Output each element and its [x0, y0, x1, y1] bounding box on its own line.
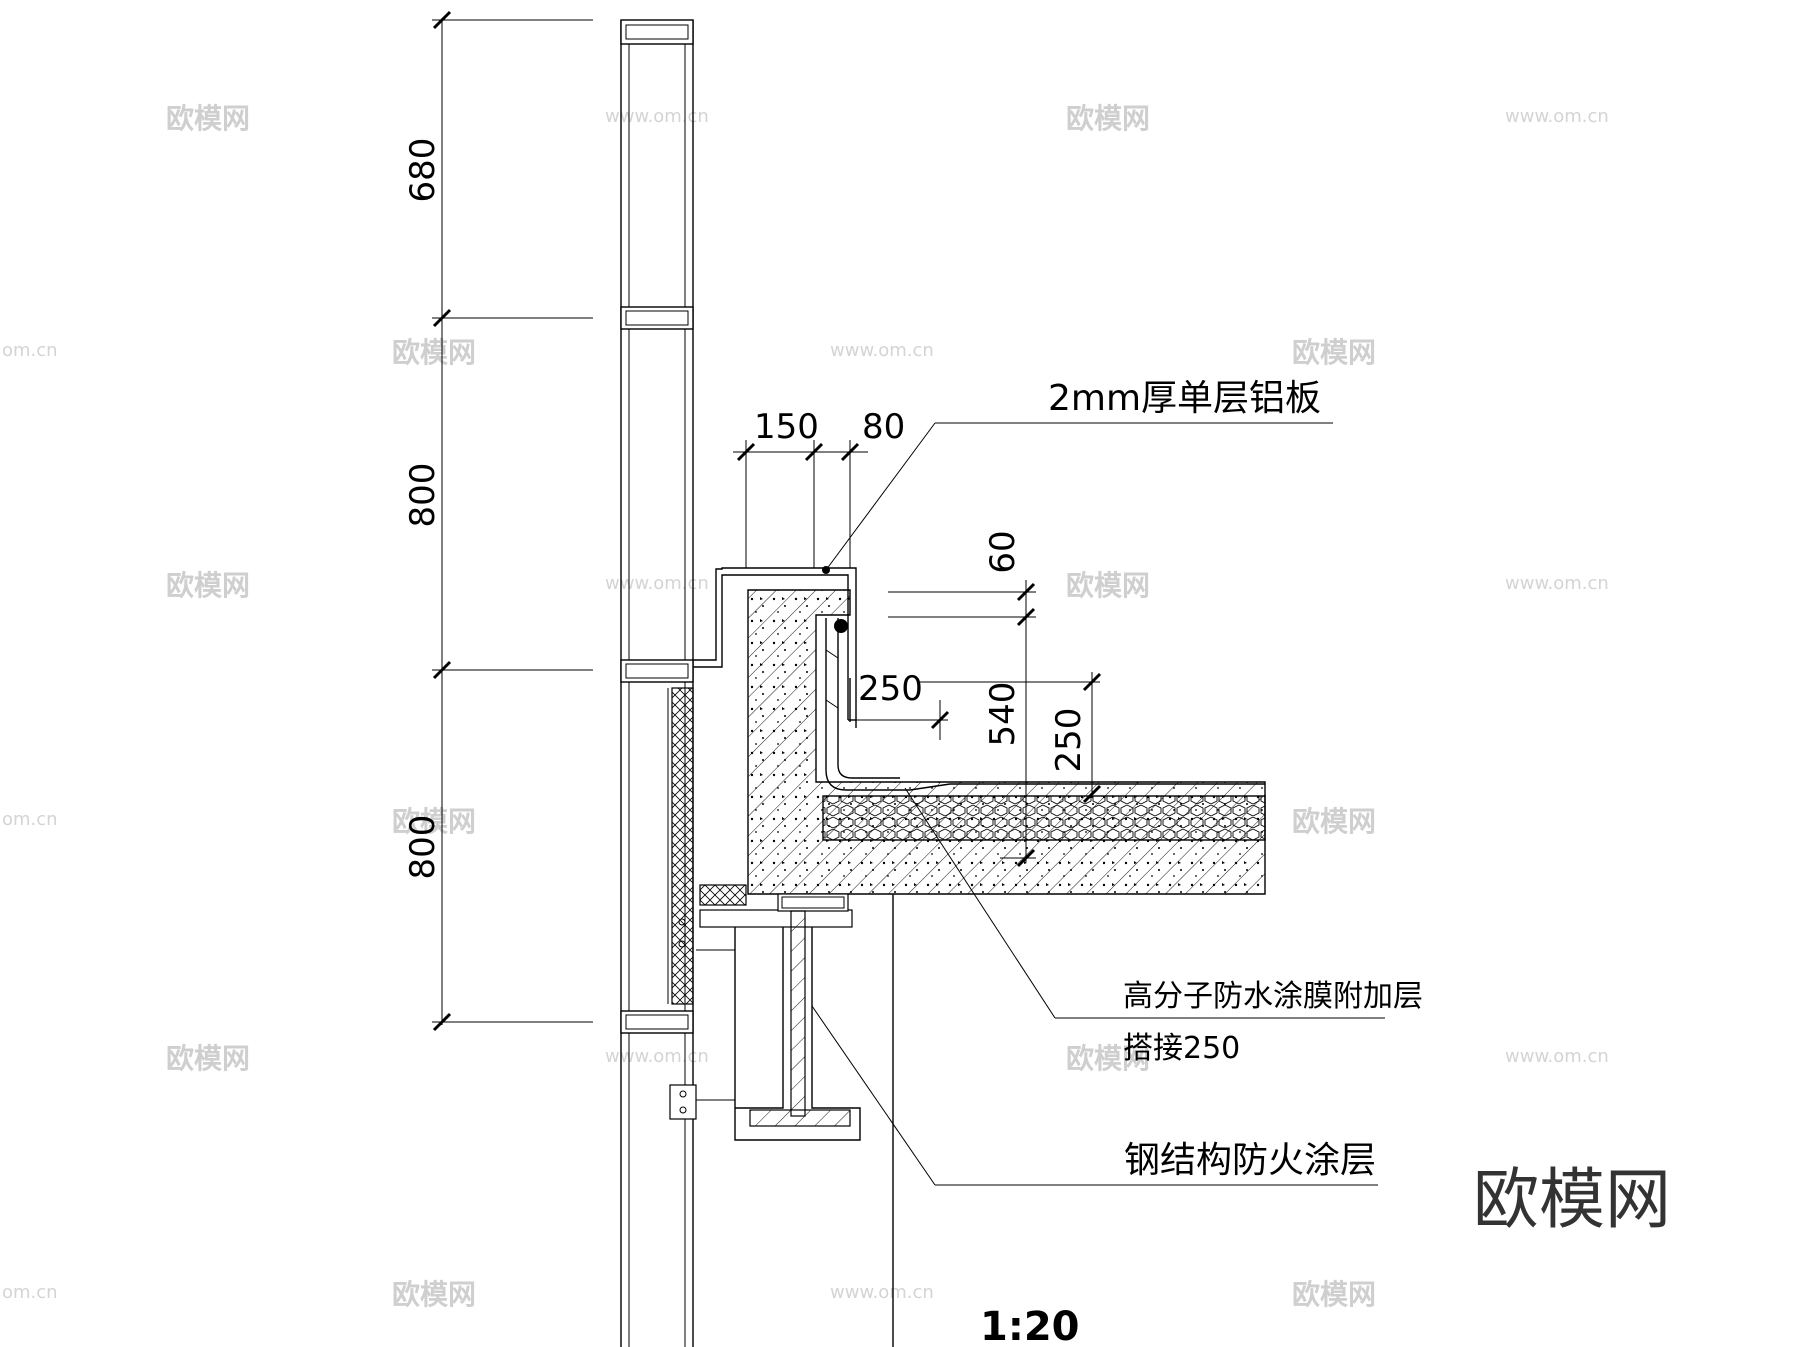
note-aluminum-panel: 2mm厚单层铝板: [1048, 378, 1321, 419]
vertical-dimension-chain: 680 800 800: [403, 10, 593, 1032]
watermark-text: 欧模网: [1292, 1278, 1376, 1311]
watermark-edge: om.cn: [2, 1282, 58, 1303]
dim-680: 680: [403, 138, 443, 203]
brand-logo: 欧模网: [1473, 1161, 1671, 1238]
annotations: 2mm厚单层铝板 高分子防水涂膜附加层 搭接250 钢结构防火涂层: [811, 378, 1423, 1186]
watermark-text: 欧模网: [1292, 805, 1376, 838]
concrete-structure: [747, 589, 1266, 895]
watermark-url: www.om.cn: [1505, 573, 1609, 594]
watermark-url: www.om.cn: [830, 1282, 934, 1303]
watermark-text: 欧模网: [1066, 102, 1150, 135]
scale-label: 1:20: [980, 1304, 1080, 1347]
dim-60: 60: [983, 530, 1023, 573]
note-fire-coating: 钢结构防火涂层: [1124, 1140, 1376, 1181]
watermark-text: 欧模网: [166, 1042, 250, 1075]
watermark-edge: om.cn: [2, 809, 58, 830]
dim-800-lower: 800: [403, 815, 443, 880]
dim-800-upper: 800: [403, 463, 443, 528]
steel-beam: [669, 884, 894, 1347]
curtain-wall-mullion: [620, 19, 694, 1347]
watermark-text: 欧模网: [1066, 569, 1150, 602]
watermark-url: www.om.cn: [1505, 106, 1609, 127]
watermark-url: www.om.cn: [605, 106, 709, 127]
watermark-text: 欧模网: [392, 805, 476, 838]
note-waterproof-line2: 搭接250: [1123, 1031, 1240, 1066]
dim-250-vertical: 250: [1049, 708, 1089, 773]
watermark-text: 欧模网: [392, 336, 476, 369]
dim-250-horizontal: 250: [858, 669, 923, 709]
watermark-url: www.om.cn: [830, 340, 934, 361]
watermark-text: 欧模网: [166, 569, 250, 602]
right-dimensions: 60 540: [888, 530, 1036, 868]
watermark-url: www.om.cn: [1505, 1046, 1609, 1067]
dim-150: 150: [754, 407, 819, 447]
watermark-text: 欧模网: [1066, 1042, 1150, 1075]
dim-540: 540: [983, 682, 1023, 747]
top-dimensions: 150 80: [733, 407, 905, 568]
inner-dimensions: 250 250: [852, 669, 1102, 804]
watermark-text: 欧模网: [392, 1278, 476, 1311]
note-waterproof-line1: 高分子防水涂膜附加层: [1123, 979, 1423, 1014]
watermarks: 欧模网 www.om.cn 欧模网 www.om.cn om.cn 欧模网 ww…: [2, 102, 1609, 1311]
watermark-text: 欧模网: [166, 102, 250, 135]
watermark-text: 欧模网: [1292, 336, 1376, 369]
dim-80: 80: [862, 407, 905, 447]
watermark-url: www.om.cn: [605, 573, 709, 594]
watermark-url: www.om.cn: [605, 1046, 709, 1067]
watermark-edge: om.cn: [2, 340, 58, 361]
